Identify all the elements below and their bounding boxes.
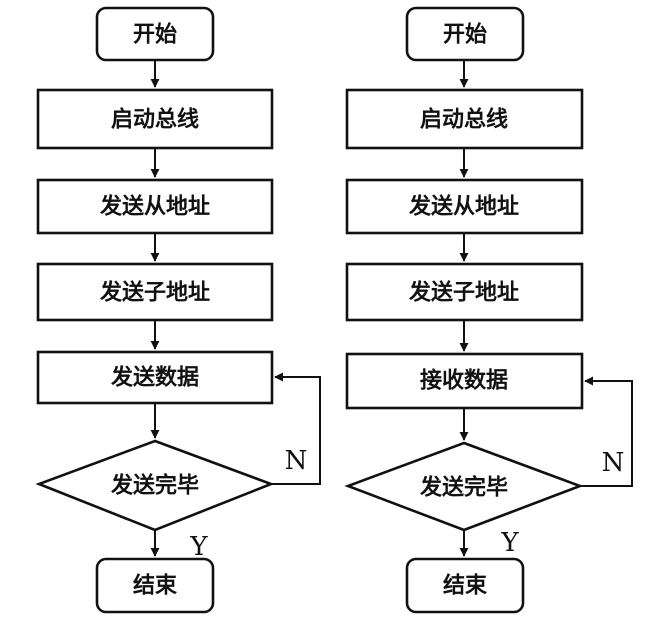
end-node	[95, 557, 215, 614]
loop-back-arrow	[271, 372, 321, 485]
branch-no-label: N	[602, 448, 625, 478]
send-sub-address-label: 发送子地址	[99, 280, 210, 306]
end-node	[405, 557, 525, 614]
start-bus-step	[345, 88, 584, 150]
send-slave-address-step	[36, 178, 274, 235]
decision-diamond	[35, 439, 275, 532]
branch-no-label: N	[285, 446, 308, 476]
loop-back-arrow	[580, 376, 633, 487]
send-sub-address-step	[345, 262, 584, 322]
decision-label: 发送完毕	[419, 475, 508, 501]
decision-label: 发送完毕	[110, 473, 199, 499]
start-node	[405, 6, 525, 62]
start-bus-step	[36, 88, 274, 150]
branch-yes-label: Y	[189, 532, 208, 562]
start-label: 开始	[133, 22, 177, 48]
send-slave-address-label: 发送从地址	[99, 194, 210, 220]
data-step-label: 发送数据	[110, 365, 199, 391]
start-node	[95, 6, 215, 62]
send-slave-address-label: 发送从地址	[408, 194, 519, 220]
flowchart-left: 开始 启动总线 发送从地址 发送子地址 发送数据 发送完毕 结束 N Y	[35, 6, 321, 614]
end-label: 结束	[133, 573, 178, 599]
end-label: 结束	[443, 573, 488, 599]
start-label: 开始	[443, 22, 487, 48]
branch-yes-label: Y	[500, 528, 519, 558]
send-slave-address-step	[345, 178, 584, 235]
data-step	[345, 352, 584, 410]
start-bus-label: 启动总线	[111, 107, 199, 133]
send-sub-address-step	[36, 262, 274, 322]
decision-diamond	[344, 441, 584, 532]
flowchart-right: 开始 启动总线 发送从地址 发送子地址 接收数据 发送完毕 结束 N Y	[344, 6, 633, 614]
start-bus-label: 启动总线	[420, 107, 508, 133]
data-step-label: 接收数据	[420, 368, 508, 394]
data-step	[36, 350, 274, 405]
send-sub-address-label: 发送子地址	[408, 280, 519, 306]
